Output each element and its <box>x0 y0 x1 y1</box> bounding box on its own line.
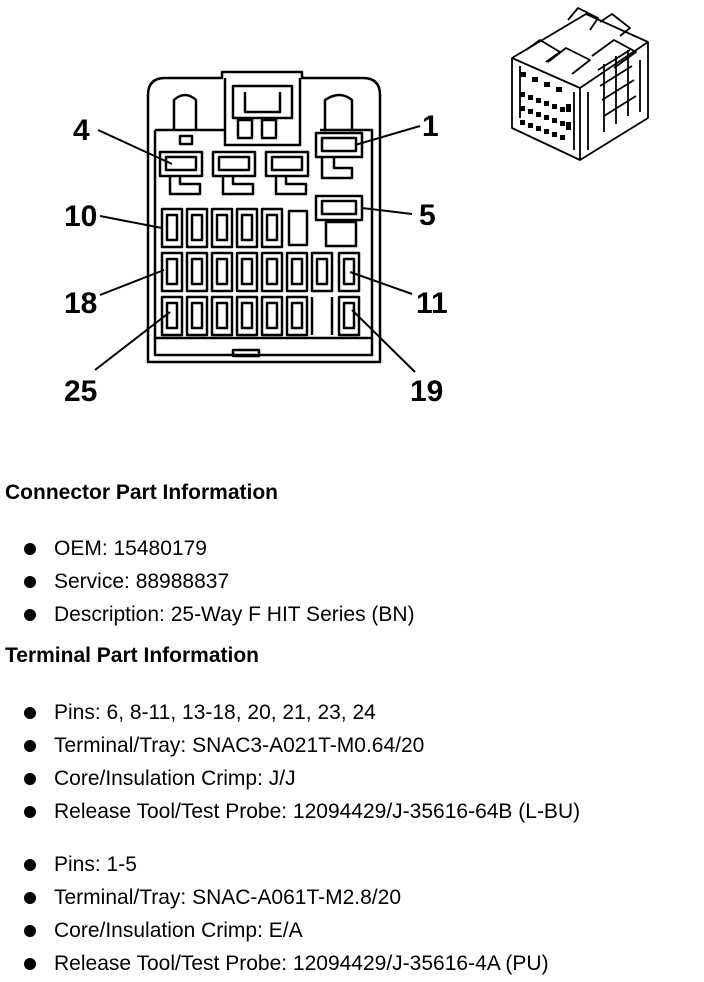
list-item: Terminal/Tray: SNAC3-A021T-M0.64/20 <box>0 729 580 762</box>
pin-label-11: 11 <box>416 287 448 320</box>
connector-info-list: OEM: 15480179 Service: 88988837 Descript… <box>0 532 415 631</box>
terminal-part-info-heading: Terminal Part Information <box>5 644 259 667</box>
small-terminals-row-2 <box>160 207 309 249</box>
large-terminal-5 <box>314 194 364 248</box>
pin-label-5: 5 <box>419 199 436 232</box>
large-terminals-top <box>158 150 310 196</box>
list-item: Release Tool/Test Probe: 12094429/J-3561… <box>0 795 580 828</box>
pin-label-25: 25 <box>64 375 97 408</box>
small-terminals-row-4 <box>160 295 361 337</box>
connector-face-diagram: 4 1 10 5 18 11 25 19 <box>64 7 649 408</box>
list-item: Description: 25-Way F HIT Series (BN) <box>0 598 415 631</box>
terminal-info-list-2: Pins: 1-5 Terminal/Tray: SNAC-A061T-M2.8… <box>0 848 549 980</box>
terminal-info-list-1: Pins: 6, 8-11, 13-18, 20, 21, 23, 24 Ter… <box>0 696 580 828</box>
pin-label-19: 19 <box>410 375 443 408</box>
list-item: Core/Insulation Crimp: E/A <box>0 914 549 947</box>
connector-body-outline <box>146 70 382 364</box>
list-item: Release Tool/Test Probe: 12094429/J-3561… <box>0 947 549 980</box>
small-terminals-row-3 <box>160 251 361 293</box>
pin-label-4: 4 <box>73 114 90 147</box>
pin-label-10: 10 <box>64 200 97 233</box>
list-item: OEM: 15480179 <box>0 532 415 565</box>
list-item: Core/Insulation Crimp: J/J <box>0 762 580 795</box>
right-tab <box>323 93 354 130</box>
left-tab <box>172 93 198 130</box>
list-item: Pins: 6, 8-11, 13-18, 20, 21, 23, 24 <box>0 696 580 729</box>
leader-lines <box>94 125 421 373</box>
large-terminal-1 <box>314 131 364 180</box>
connector-isometric-illustration <box>511 7 649 161</box>
isometric-terminal-cells <box>520 72 571 140</box>
pin-label-18: 18 <box>64 287 97 320</box>
pin-label-1: 1 <box>422 110 439 143</box>
list-item: Service: 88988837 <box>0 565 415 598</box>
latch <box>223 78 302 147</box>
connector-inner-frame <box>153 128 374 357</box>
connector-part-info-heading: Connector Part Information <box>5 481 279 504</box>
list-item: Terminal/Tray: SNAC-A061T-M2.8/20 <box>0 881 549 914</box>
list-item: Pins: 1-5 <box>0 848 549 881</box>
